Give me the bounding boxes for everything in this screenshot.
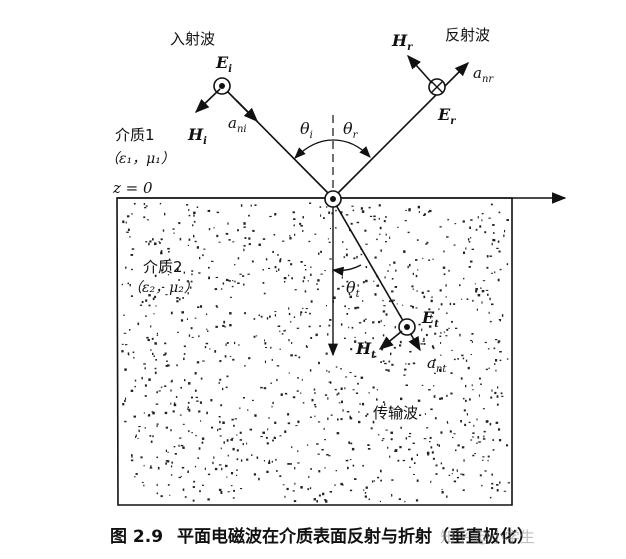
theta-i-arc: [294, 139, 334, 159]
a-nr-label: anr: [473, 64, 494, 85]
E-r-label: Er: [437, 105, 456, 127]
medium2-speckle: [121, 202, 510, 503]
medium2-params: （ε₂，μ₂）: [128, 280, 198, 296]
figure-number: 图 2.9: [110, 527, 164, 547]
incident-wave-label: 入射波: [170, 30, 215, 48]
watermark: 知乎 @小学生: [440, 528, 535, 546]
theta-i-label: θi: [300, 119, 313, 141]
reflected-wave-label: 反射波: [445, 26, 490, 44]
a-nt-label: ant: [427, 354, 447, 375]
transmitted-H-arrow: [378, 330, 403, 350]
theta-r-arc: [332, 139, 371, 158]
H-i-label: Hi: [187, 125, 207, 147]
figure-caption-text: 平面电磁波在介质表面反射与折射（垂直极化）: [177, 527, 535, 547]
medium1-label: 介质1: [115, 126, 155, 144]
H-r-label: Hr: [391, 31, 413, 53]
transmitted-E-dot-symbol: [398, 318, 416, 336]
theta-t-arc: [331, 264, 362, 277]
medium1-params: （ε₁，μ₁）: [105, 151, 175, 167]
incident-H-arrow: [194, 88, 221, 113]
a-ni-label: ani: [228, 114, 247, 135]
transmitted-wave-label: 传输波: [373, 404, 418, 422]
medium2-region: [116, 197, 513, 506]
reflection-refraction-diagram: z = 0 入射波 反射波 传输波 介质1 （ε₁，μ₁）: [105, 26, 567, 506]
theta-r-label: θr: [343, 119, 359, 141]
incident-ray-arrow: [235, 99, 259, 123]
reflected-ray: [337, 61, 470, 194]
E-t-label: Et: [421, 308, 439, 330]
medium2-label: 介质2: [143, 258, 183, 276]
reflected-H-arrow: [407, 54, 433, 84]
theta-t-label: θt: [346, 278, 361, 300]
origin-dot-symbol: [324, 190, 342, 208]
E-i-label: Ei: [215, 53, 232, 75]
H-t-label: Ht: [355, 339, 376, 361]
interface-label: z = 0: [112, 179, 153, 197]
reflected-E-cross-symbol: [428, 78, 446, 96]
figure-caption: 图 2.9 平面电磁波在介质表面反射与折射（垂直极化）: [110, 522, 610, 552]
